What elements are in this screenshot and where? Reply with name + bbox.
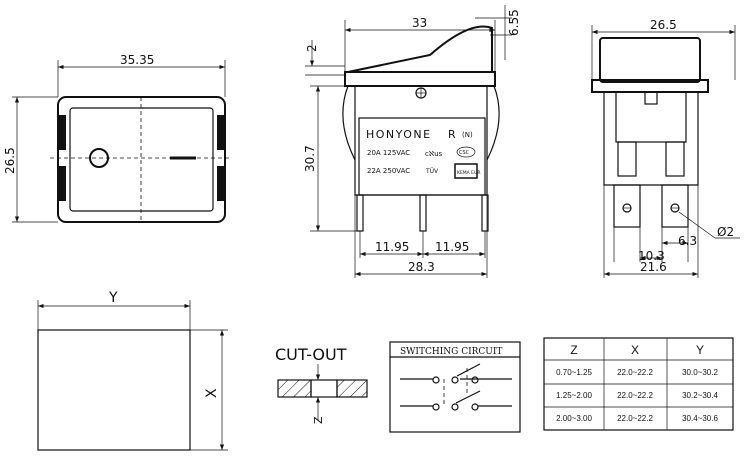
dim-c: 21.6 <box>640 260 667 274</box>
front-view: 35.35 26.5 <box>3 53 232 223</box>
end-view: 26.5 Ø2 6.3 10.3 21.6 <box>591 18 740 278</box>
cutout-view: CUT-OUT Z <box>275 345 368 424</box>
indicator-circle <box>89 148 109 168</box>
side-width-dim: 33 <box>412 16 427 30</box>
panel-x-label: X <box>204 388 220 398</box>
side-view: 33 2 6.55 HONYONE R (N) 20A 125VAC cℵus … <box>303 5 521 278</box>
pin-spacing-2: 11.95 <box>435 240 469 254</box>
front-width-dim: 35.35 <box>120 53 154 67</box>
end-width-dim: 26.5 <box>650 18 677 32</box>
kema-mark: KEMA EUR <box>457 170 480 176</box>
overall-width-dim: 28.3 <box>408 260 435 274</box>
mark-n: (N) <box>462 131 473 139</box>
pin-spacing-1: 11.95 <box>375 240 409 254</box>
table-cell: 1.25~2.00 <box>556 391 592 400</box>
rocker-height-dim: 6.55 <box>507 9 521 36</box>
panel-y-label: Y <box>108 290 118 306</box>
spec-table: Z X Y 0.70~1.25 22.0~22.2 30.0~30.2 1.25… <box>543 337 734 431</box>
csc-mark: CSC <box>459 150 470 156</box>
switching-circuit-title: SWITCHING CIRCUIT <box>400 347 502 357</box>
cutout-title: CUT-OUT <box>275 345 347 364</box>
table-cell: 22.0~22.2 <box>617 391 653 400</box>
table-cell: 30.2~30.4 <box>682 391 718 400</box>
ul-mark: cℵus <box>425 150 443 158</box>
table-header-y: Y <box>696 343 704 357</box>
cutout-z-label: Z <box>312 416 325 424</box>
hole-dim: Ø2 <box>717 225 734 239</box>
rating-1: 20A 125VAC <box>367 149 410 157</box>
front-height-dim: 26.5 <box>3 147 17 174</box>
table-cell: 22.0~22.2 <box>617 368 653 377</box>
table-cell: 0.70~1.25 <box>556 368 592 377</box>
rocker-dim: 2 <box>305 44 319 52</box>
table-header-z: Z <box>570 343 577 357</box>
rating-2: 22A 250VAC <box>367 167 410 175</box>
table-cell: 30.0~30.2 <box>682 368 718 377</box>
switching-circuit: SWITCHING CIRCUIT <box>389 341 521 433</box>
table-cell: 22.0~22.2 <box>617 414 653 423</box>
table-cell: 2.00~3.00 <box>556 414 592 423</box>
dim-b: 10.3 <box>638 249 665 263</box>
brand-label: HONYONE <box>366 128 432 141</box>
tuv-mark: TÜV <box>425 168 439 175</box>
dim-a: 6.3 <box>678 234 697 248</box>
mark-r: R <box>448 128 456 141</box>
table-header-x: X <box>631 343 639 357</box>
table-cell: 30.4~30.6 <box>682 414 718 423</box>
side-height-dim: 30.7 <box>303 145 317 172</box>
panel-view: Y X <box>37 290 228 451</box>
